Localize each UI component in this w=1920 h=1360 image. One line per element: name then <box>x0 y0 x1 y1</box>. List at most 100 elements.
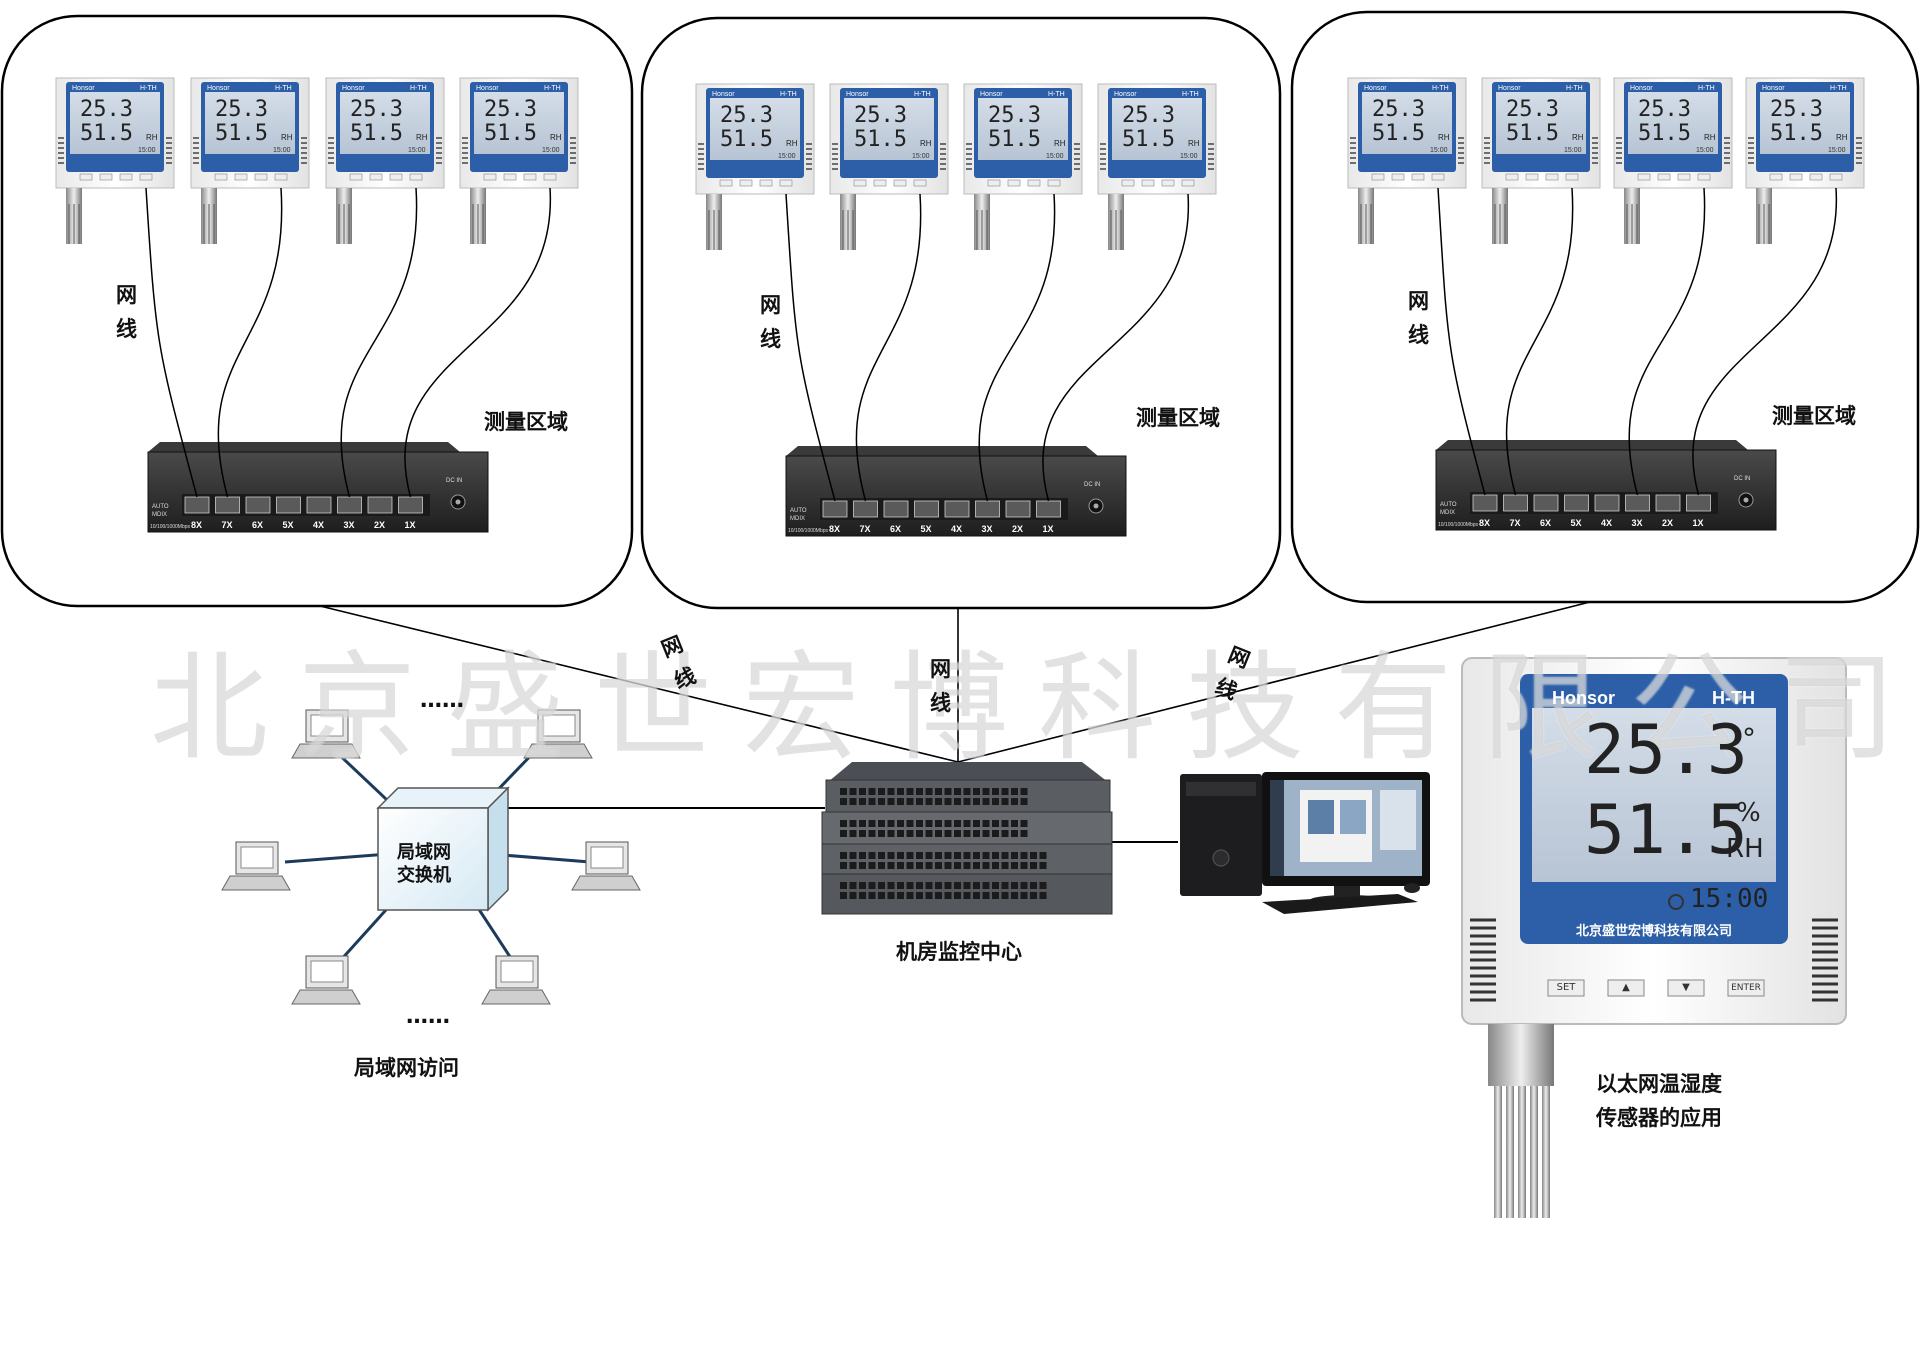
sensor-model: H-TH <box>1698 85 1715 92</box>
sensor-rh: RH <box>1054 139 1066 148</box>
switch-port-label: 5X <box>283 520 294 530</box>
large-humidity: 51.5 <box>1584 791 1748 870</box>
switch-port-label: 6X <box>1540 518 1551 528</box>
switch-auto: AUTO <box>152 504 169 510</box>
large-time: 15:00 <box>1690 884 1769 914</box>
large-btn-up: ▲ <box>1622 982 1630 993</box>
switch-port <box>337 496 362 514</box>
zone-3-label: 测量区域 <box>1772 404 1856 428</box>
sensor-rh: RH <box>1704 133 1716 142</box>
lan-computers <box>221 709 641 1005</box>
core-switch-stack <box>821 762 1113 915</box>
sensor-brand: Honsor <box>1762 85 1785 92</box>
switch-port <box>1564 494 1589 512</box>
switch-port-label: 3X <box>982 524 993 534</box>
sensor-cables <box>145 187 1837 502</box>
switch-port <box>276 496 301 514</box>
switch-port <box>184 496 210 514</box>
lan-computer <box>291 955 361 1005</box>
switch-port <box>398 496 423 514</box>
switch-dc: DC IN <box>446 478 462 484</box>
large-btn-enter: ENTER <box>1731 983 1761 993</box>
sensor-cable <box>340 187 418 498</box>
sensor-cable <box>855 193 922 502</box>
sensor-brand: Honsor <box>72 85 95 92</box>
sensor-rh: RH <box>1836 133 1848 142</box>
switch-port <box>975 500 1000 518</box>
sensor-model: H-TH <box>1048 91 1065 98</box>
lan-hub-cube <box>376 786 510 912</box>
lan-dots-bottom: …… <box>406 1004 450 1029</box>
switch-port <box>1036 500 1061 518</box>
switch-port-label: 6X <box>252 520 263 530</box>
switch-dc: DC IN <box>1084 482 1100 488</box>
sensor-cable <box>1628 187 1706 496</box>
sensor-rh: RH <box>416 133 428 142</box>
sensor-temperature: 25.3 <box>854 103 907 128</box>
large-temp-unit: ° <box>1742 722 1756 755</box>
switch-port-label: 1X <box>405 520 416 530</box>
switch-port-label: 8X <box>191 520 202 530</box>
large-temperature: 25.3 <box>1584 711 1748 790</box>
sensor-humidity: 51.5 <box>1770 121 1823 146</box>
large-hum-rh: RH <box>1726 834 1764 864</box>
lan-dots-top: …… <box>420 688 464 713</box>
sensor-brand: Honsor <box>1630 85 1653 92</box>
sensor-time: 15:00 <box>1046 153 1064 160</box>
monitor-pc <box>1180 772 1430 914</box>
switch-port <box>1472 494 1498 512</box>
switch-port <box>245 496 271 514</box>
sensor-brand: Honsor <box>980 91 1003 98</box>
switch-port-label: 2X <box>1012 524 1023 534</box>
sensor-humidity: 51.5 <box>1372 121 1425 146</box>
large-model: H-TH <box>1712 688 1755 708</box>
sensor-humidity: 51.5 <box>484 121 537 146</box>
sensor-time: 15:00 <box>912 153 930 160</box>
sensor-rh: RH <box>281 133 293 142</box>
zone-1-label: 测量区域 <box>484 410 568 434</box>
sensor-humidity: 51.5 <box>215 121 268 146</box>
switch-port-label: 8X <box>1479 518 1490 528</box>
lan-computer <box>481 955 551 1005</box>
sensor-brand: Honsor <box>712 91 735 98</box>
sensor-time: 15:00 <box>542 147 560 154</box>
sensor-humidity: 51.5 <box>854 127 907 152</box>
large-brand: Honsor <box>1552 688 1615 708</box>
product-caption-1: 以太网温湿度 <box>1596 1072 1722 1096</box>
switch-port <box>1533 494 1559 512</box>
sensor-time: 15:00 <box>273 147 291 154</box>
sensor-model: H-TH <box>544 85 561 92</box>
switch-port <box>1655 494 1681 512</box>
switch-port-label: 1X <box>1043 524 1054 534</box>
lan-computer <box>523 709 593 759</box>
switch-port-label: 1X <box>1693 518 1704 528</box>
switch-port <box>215 496 240 514</box>
large-hum-pct: % <box>1736 798 1761 828</box>
lan-caption: 局域网访问 <box>354 1056 459 1080</box>
sensor-rh: RH <box>786 139 798 148</box>
sensor-model: H-TH <box>275 85 292 92</box>
zone-2-cable-label: 网线 <box>760 293 781 351</box>
switch-port-label: 2X <box>374 520 385 530</box>
switch-auto: AUTO <box>790 508 807 514</box>
sensor-humidity: 51.5 <box>1638 121 1691 146</box>
zone-frame-1 <box>0 14 634 608</box>
zone-frame-2 <box>640 16 1282 610</box>
zone-3-cable-label: 网线 <box>1408 289 1429 347</box>
switch-port <box>1005 500 1031 518</box>
switch-port-label: 3X <box>344 520 355 530</box>
sensor-time: 15:00 <box>1696 147 1714 154</box>
switch-port <box>853 500 878 518</box>
sensor-time: 15:00 <box>1430 147 1448 154</box>
sensor-rh: RH <box>1572 133 1584 142</box>
